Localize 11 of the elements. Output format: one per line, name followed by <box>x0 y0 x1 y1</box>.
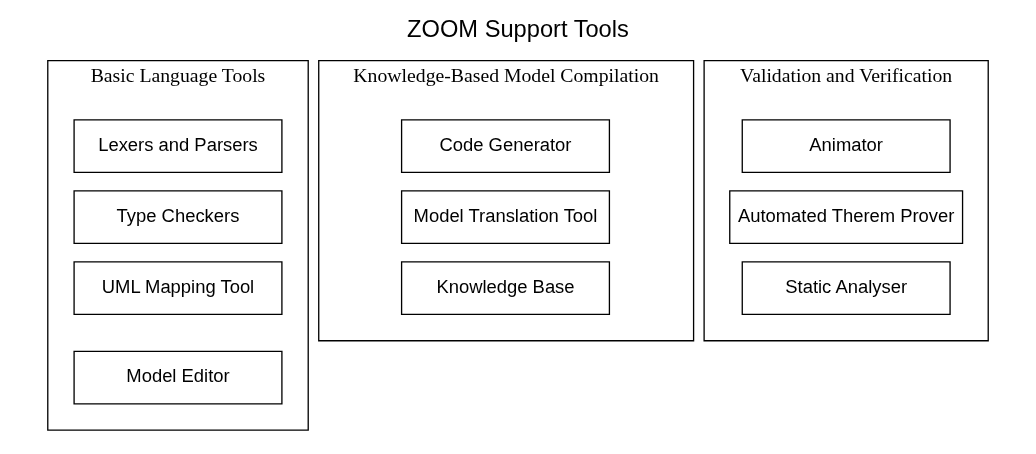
node-box: Type Checkers <box>73 190 283 245</box>
node-box: Animator <box>741 119 951 174</box>
node-box: Model Editor <box>73 350 283 405</box>
node-box: Model Translation Tool <box>400 190 611 245</box>
node-box: Knowledge Base <box>400 261 611 316</box>
node-box: Automated Therem Prover <box>729 190 964 245</box>
diagram-title: ZOOM Support Tools <box>407 16 629 43</box>
node-box: Code Generator <box>400 119 611 174</box>
node-box: Static Analyser <box>741 261 951 316</box>
node-box: Lexers and Parsers <box>73 119 283 174</box>
node-box: UML Mapping Tool <box>73 261 283 316</box>
